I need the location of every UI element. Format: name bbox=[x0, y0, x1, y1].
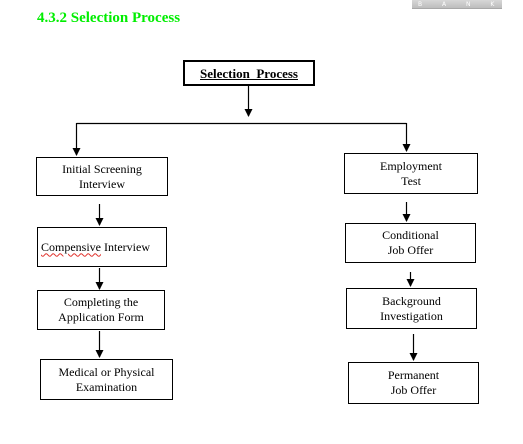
selection-process-title-box: Selection Process bbox=[183, 60, 315, 86]
step-permanent-job-offer: Permanent Job Offer bbox=[348, 362, 479, 404]
section-heading: 4.3.2 Selection Process bbox=[37, 10, 181, 26]
selection-process-title: Selection Process bbox=[200, 65, 298, 81]
compensive-word: Compensive bbox=[41, 239, 101, 254]
step-background-investigation: Background Investigation bbox=[346, 288, 477, 329]
interview-word: Interview bbox=[101, 239, 150, 254]
step-completing-application-form: Completing the Application Form bbox=[37, 290, 165, 330]
step-initial-screening: Initial Screening Interview bbox=[36, 157, 168, 196]
step-employment-test: Employment Test bbox=[344, 153, 478, 194]
step-conditional-job-offer: Conditional Job Offer bbox=[345, 223, 476, 263]
step-medical-examination: Medical or Physical Examination bbox=[40, 359, 173, 400]
step-compensive-interview: Compensive Interview bbox=[37, 227, 167, 267]
corner-toolbar-strip: B A N K bbox=[412, 0, 502, 9]
